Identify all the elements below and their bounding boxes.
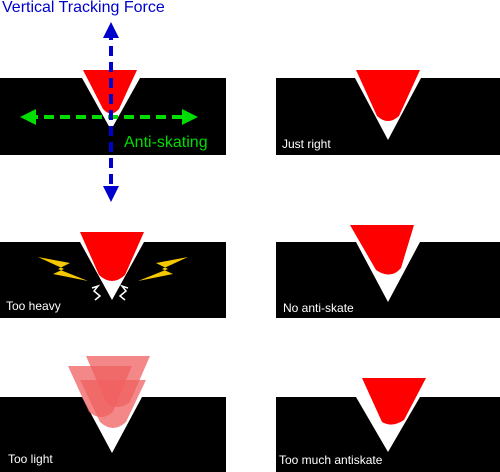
deformation-left-icon bbox=[91, 284, 102, 301]
record-groove bbox=[276, 242, 500, 318]
panel-no-antiskate: No anti-skate bbox=[276, 225, 500, 318]
case-label: Too heavy bbox=[6, 299, 61, 313]
panel-too-much-antiskate: Too much antiskate bbox=[276, 378, 500, 472]
deformation-right-icon bbox=[118, 284, 129, 301]
panel-just-right: Just right bbox=[276, 70, 500, 155]
stylus-tip bbox=[356, 70, 420, 121]
record-groove bbox=[0, 397, 226, 472]
record-groove bbox=[0, 78, 226, 155]
panel-reference: Vertical Tracking Force Anti-skating bbox=[0, 0, 226, 202]
record-groove bbox=[276, 78, 500, 155]
stylus-tip bbox=[350, 225, 414, 275]
case-label: Too much antiskate bbox=[279, 453, 383, 467]
spark-left-icon bbox=[38, 257, 88, 281]
record-groove bbox=[276, 397, 500, 472]
panel-too-light: Too light bbox=[0, 356, 226, 472]
stylus-tip bbox=[80, 232, 144, 281]
case-label: Just right bbox=[282, 137, 331, 151]
panel-too-heavy: Too heavy bbox=[0, 232, 226, 318]
stylus-tip bbox=[362, 378, 426, 425]
antiskating-label: Anti-skating bbox=[124, 134, 208, 151]
tracking-force-label: Vertical Tracking Force bbox=[2, 0, 165, 16]
case-label: Too light bbox=[8, 452, 53, 466]
stylus-ghost bbox=[80, 380, 146, 428]
spark-right-icon bbox=[138, 257, 188, 281]
case-label: No anti-skate bbox=[283, 301, 354, 315]
